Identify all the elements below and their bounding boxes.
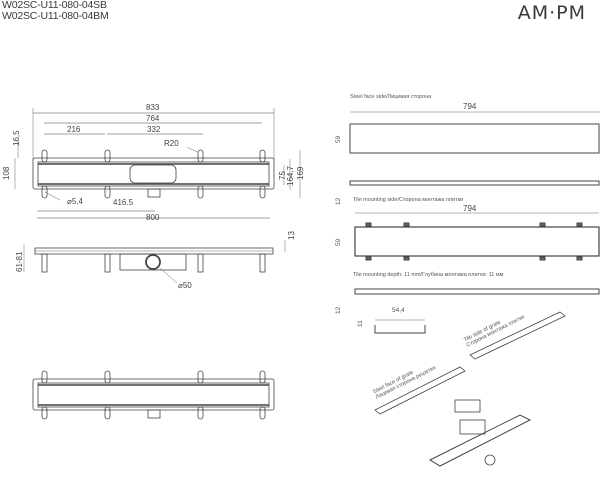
steel-face-caption: Steel face side/Лицевая сторона [350,94,432,100]
svg-text:764: 764 [146,114,160,123]
svg-text:833: 833 [146,103,160,112]
svg-text:59: 59 [335,238,342,246]
model-number-sb: W02SC-U11-080-04SB [2,0,107,11]
svg-text:164,7: 164,7 [286,165,295,186]
brand-logo: AM·PM [517,2,586,24]
top-view [14,108,301,219]
svg-text:332: 332 [147,125,161,134]
svg-text:794: 794 [463,204,477,213]
model-number-bm: W02SC-U11-080-04BM [2,10,109,22]
grate-dimensions: 794 794 59 12 59 12 54,4 11 [335,102,477,327]
svg-text:12: 12 [335,197,342,205]
svg-text:416.5: 416.5 [113,198,134,207]
svg-text:59: 59 [335,135,342,143]
svg-text:169: 169 [296,166,305,180]
side-view [23,240,286,284]
svg-text:R20: R20 [164,139,179,148]
svg-text:⌀50: ⌀50 [178,281,192,290]
bottom-view [32,370,275,420]
top-view-dimensions: 833 764 216 332 R20 ⌀5,4 416.5 800 108 1… [2,103,305,222]
svg-text:16,5: 16,5 [12,130,21,146]
tile-side-caption: Tile mounting side/Сторона монтажа плитк… [353,197,464,203]
svg-text:61-81: 61-81 [15,251,24,272]
svg-text:800: 800 [146,213,160,222]
svg-text:108: 108 [2,166,11,180]
side-view-dimensions: 61-81 13 ⌀50 [15,231,296,290]
svg-text:75: 75 [278,171,287,180]
svg-text:13: 13 [287,231,296,240]
svg-text:794: 794 [463,102,477,111]
svg-text:12: 12 [335,306,342,314]
svg-text:⌀5,4: ⌀5,4 [67,197,83,206]
svg-text:216: 216 [67,125,81,134]
tile-depth-caption: Tile mounting depth: 11 mm/Глубина монта… [353,272,504,278]
svg-text:54,4: 54,4 [392,307,405,314]
svg-text:11: 11 [357,320,364,327]
grate-views [349,111,600,467]
